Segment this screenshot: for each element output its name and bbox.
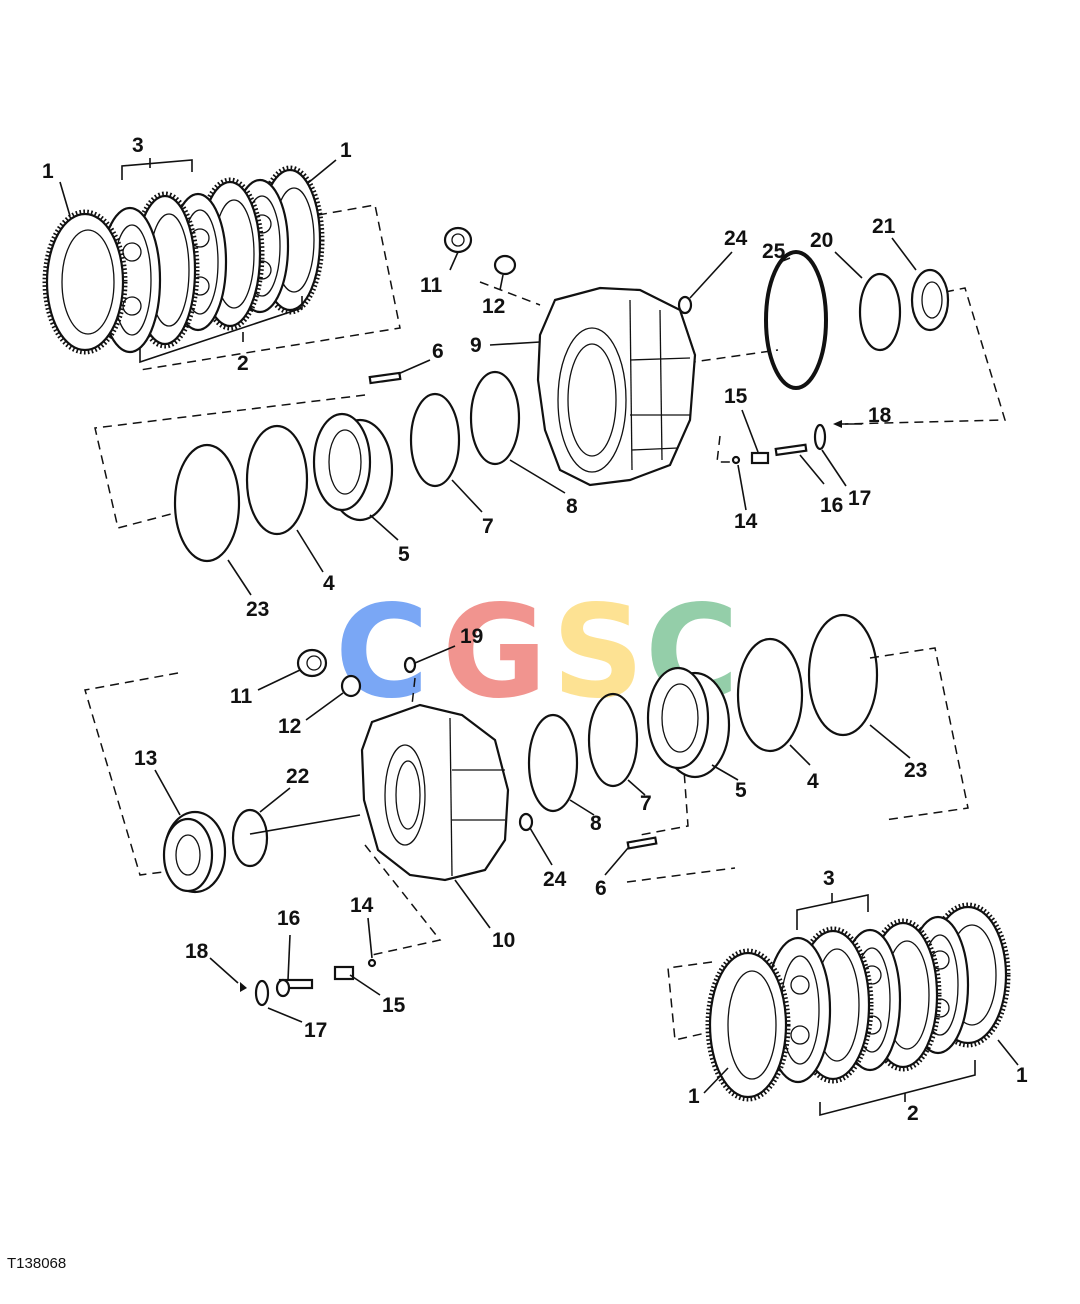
bot-part-15-plug (333, 965, 355, 981)
top-part-21-bearing (910, 268, 950, 332)
bot-part-24-oring (518, 812, 534, 832)
top-disc-1a (42, 209, 128, 355)
callout-top-25: 25 (762, 240, 786, 263)
callout-top-17: 17 (848, 487, 871, 510)
top-leader-lines (59, 159, 917, 596)
top-part-20-ring (858, 272, 902, 352)
bot-part-17-clip (254, 979, 270, 1007)
callout-top-7: 7 (482, 515, 494, 538)
callout-bot-23: 23 (904, 759, 927, 782)
bot-part-8-seal (527, 713, 579, 813)
callout-bot-14: 14 (350, 894, 374, 917)
top-clutch-disc-stack (42, 165, 325, 355)
callout-top-4: 4 (323, 572, 335, 595)
callout-top-9: 9 (470, 334, 482, 357)
callout-bot-3: 3 (823, 867, 835, 890)
bot-part-7-seal (587, 692, 639, 788)
callout-top-6: 6 (432, 340, 444, 363)
callout-bot-8: 8 (590, 812, 602, 835)
callout-top-5: 5 (398, 543, 410, 566)
callout-top-21: 21 (872, 215, 896, 238)
bot-part-23-seal (807, 613, 879, 737)
top-part-23-seal (173, 443, 241, 563)
figure-id: T138068 (7, 1255, 66, 1272)
top-part-24-oring (677, 295, 693, 315)
callout-bot-22: 22 (286, 765, 309, 788)
top-part-18-arrow (833, 420, 842, 428)
top-part-7-seal (409, 392, 461, 488)
bot-disc-1a (705, 948, 791, 1102)
bot-part-18-arrow (240, 982, 247, 992)
callout-top-8: 8 (566, 495, 578, 518)
callout-top-20: 20 (810, 229, 833, 252)
top-part-15-plug (750, 451, 770, 465)
callout-bot-5: 5 (735, 779, 747, 802)
top-callouts: 1 3 1 2 11 12 24 25 20 21 9 6 15 18 14 1… (42, 134, 896, 621)
bot-part-13-bearing (162, 810, 227, 894)
callout-bot-7: 7 (640, 792, 652, 815)
callout-bot-13: 13 (134, 747, 157, 770)
callout-bot-18: 18 (185, 940, 209, 963)
top-part-11-nut (443, 226, 473, 254)
callout-bot-10: 10 (492, 929, 515, 952)
top-part-5-piston (312, 412, 394, 522)
callout-top-16: 16 (820, 494, 843, 517)
callout-top-11: 11 (420, 274, 443, 297)
callout-bot-12: 12 (278, 715, 301, 738)
top-part-9-housing (536, 286, 697, 487)
callout-top-12: 12 (482, 295, 505, 318)
bot-part-10-housing (360, 703, 510, 882)
callout-bot-16: 16 (277, 907, 300, 930)
bot-leader-lines (154, 645, 1019, 1094)
top-part-17-clip (813, 423, 827, 451)
callout-bot-17: 17 (304, 1019, 327, 1042)
top-part-14-ball (731, 455, 741, 465)
callout-top-18: 18 (868, 404, 892, 427)
callout-top-24: 24 (724, 227, 748, 250)
top-part-16-bolt (774, 443, 808, 457)
bot-part-5-piston (646, 666, 731, 779)
callout-top-23: 23 (246, 598, 269, 621)
callout-top-2: 2 (237, 352, 249, 375)
top-part-8-seal (469, 370, 521, 466)
watermark-letter-c1: C (335, 578, 429, 727)
bot-clutch-disc-stack (705, 902, 1011, 1102)
callout-bot-24: 24 (543, 868, 567, 891)
callout-bot-11: 11 (230, 685, 253, 708)
callout-bot-4: 4 (807, 770, 819, 793)
top-part-6-pin (368, 371, 402, 385)
top-small-parts (731, 420, 862, 465)
callout-bot-1b: 1 (1016, 1064, 1028, 1087)
top-part-4-seal (245, 424, 309, 536)
callout-top-3: 3 (132, 134, 144, 157)
bot-part-19-plug (403, 656, 417, 674)
bot-part-12-oring (340, 674, 362, 698)
callout-top-1b: 1 (340, 139, 352, 162)
bot-part-14-ball (367, 958, 377, 968)
callout-top-1a: 1 (42, 160, 54, 183)
callout-bot-15: 15 (382, 994, 406, 1017)
bot-part-4-seal (736, 637, 804, 753)
callout-top-14: 14 (734, 510, 758, 533)
bot-part-22-ring (231, 808, 269, 868)
callout-top-15: 15 (724, 385, 748, 408)
callout-bot-2: 2 (907, 1102, 919, 1125)
bot-part-6-pin (626, 836, 658, 850)
top-part-25-snap-ring (764, 250, 828, 390)
bot-callouts: 19 11 12 13 22 8 7 5 4 23 24 6 10 16 14 … (134, 625, 1028, 1125)
callout-bot-6: 6 (595, 877, 607, 900)
callout-bot-19: 19 (460, 625, 483, 648)
callout-bot-1a: 1 (688, 1085, 700, 1108)
bot-part-16-head (275, 978, 291, 998)
watermark-letter-g: G (442, 578, 547, 727)
top-part-12-oring (493, 254, 517, 276)
bot-small-parts (240, 958, 377, 1007)
bot-part-11-nut (296, 648, 328, 678)
